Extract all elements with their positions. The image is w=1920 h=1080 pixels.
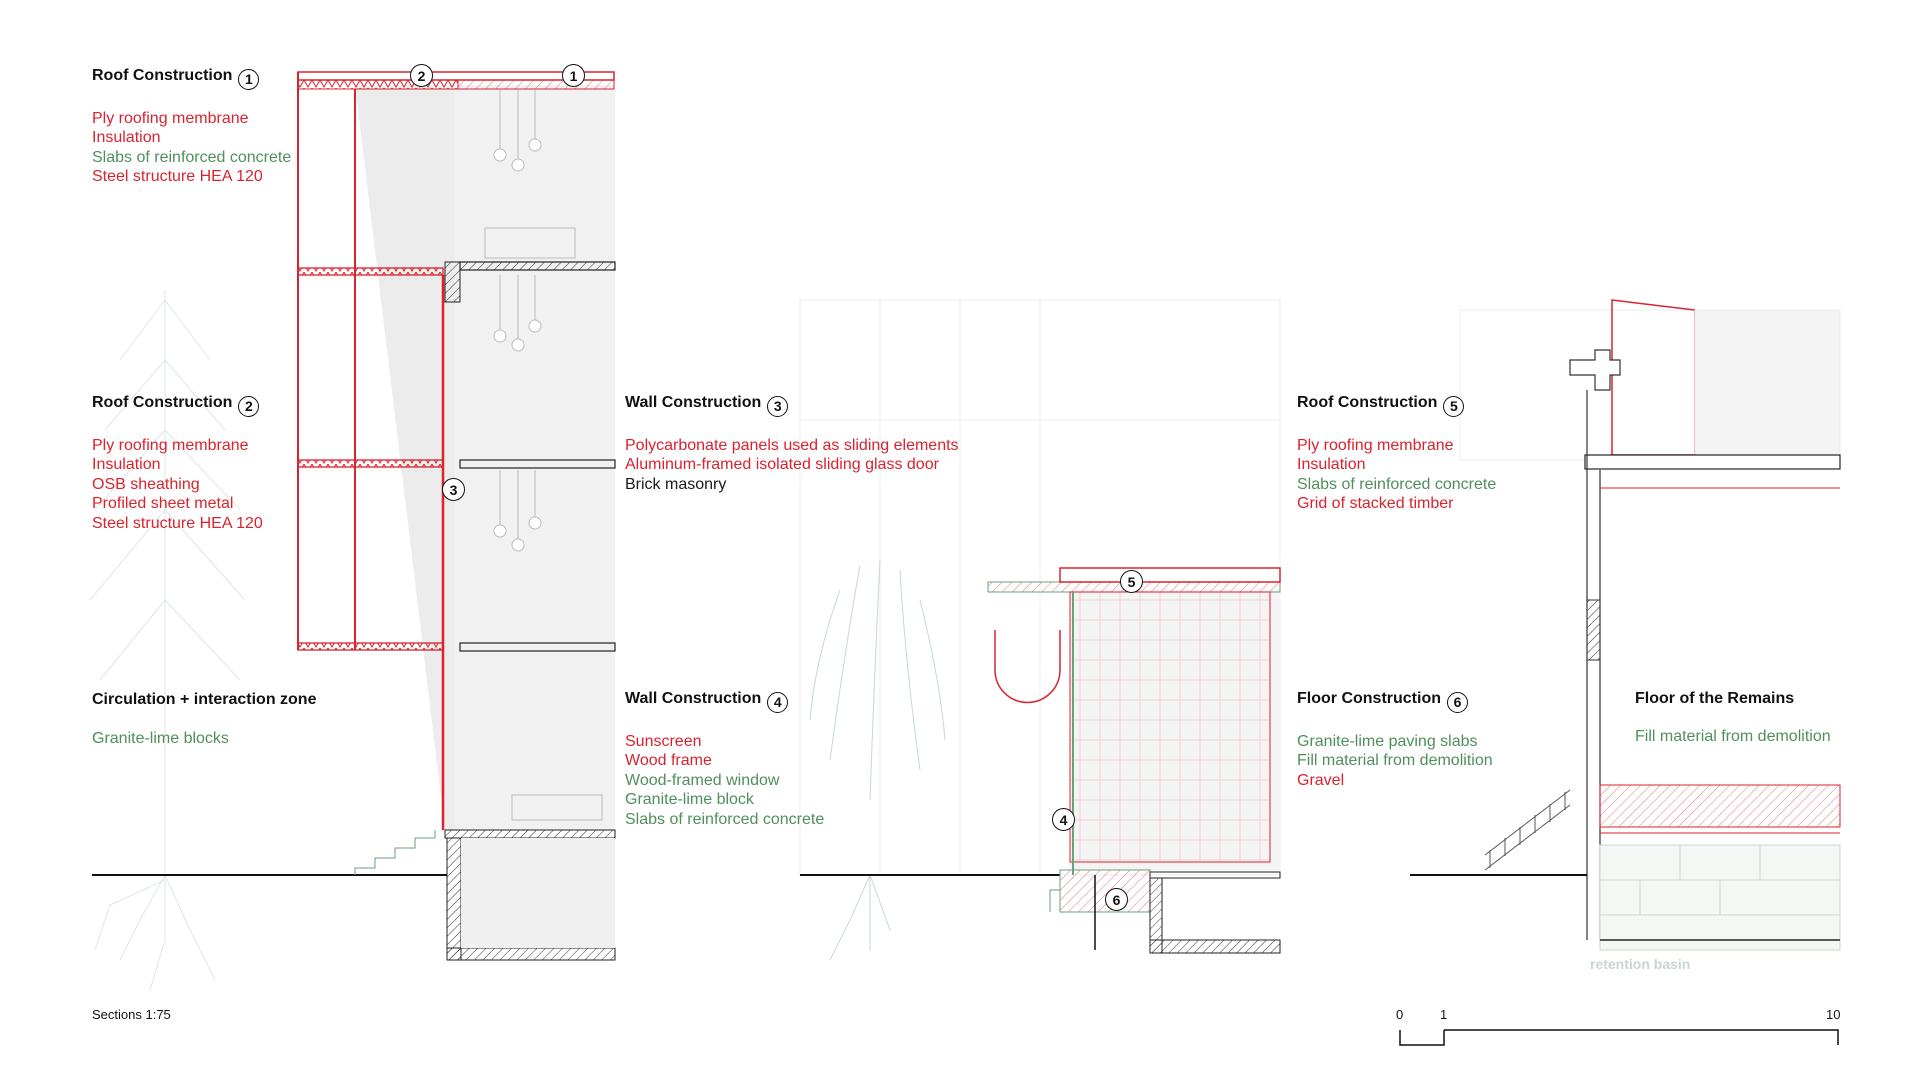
block-number: 1 <box>238 68 260 90</box>
block-items: Sunscreen Wood frame Wood-framed window … <box>625 732 824 830</box>
sections-scale-label: Sections 1:75 <box>92 1007 171 1022</box>
block-title-text: Roof Construction <box>92 67 233 84</box>
block-floor-6: Floor Construction 6 Granite-lime paving … <box>1297 690 1493 790</box>
block-items: Granite-lime paving slabs Fill material … <box>1297 732 1493 791</box>
item: Profiled sheet metal <box>92 495 234 512</box>
item: Slabs of reinforced concrete <box>92 148 292 166</box>
block-items: Ply roofing membrane Insulation Slabs of… <box>1297 436 1496 514</box>
item: Granite-lime paving slabs <box>1297 732 1478 750</box>
callout-3: 3 <box>442 478 465 501</box>
block-wall-4: Wall Construction 4 Sunscreen Wood frame … <box>625 690 824 829</box>
item: Wood frame <box>625 752 712 769</box>
block-title: Circulation + interaction zone <box>92 691 317 708</box>
item: Fill material from demolition <box>1297 752 1493 769</box>
item: Steel structure HEA 120 <box>92 514 263 532</box>
scale-label-0: 0 <box>1396 1007 1404 1022</box>
block-items: Ply roofing membrane Insulation Slabs of… <box>92 109 291 187</box>
item: Granite-lime block <box>625 791 754 808</box>
item: Fill material from demolition <box>1635 728 1831 745</box>
block-roof-5: Roof Construction 5 Ply roofing membrane … <box>1297 394 1496 514</box>
block-items: Fill material from demolition <box>1635 727 1831 747</box>
block-title-text: Wall Construction <box>625 394 762 411</box>
callout-6: 6 <box>1105 888 1128 911</box>
callout-1: 1 <box>562 64 585 87</box>
item: Ply roofing membrane <box>1297 436 1454 454</box>
block-items: Ply roofing membrane Insulation OSB shea… <box>92 436 263 534</box>
block-title: Floor Construction 6 <box>1297 690 1493 713</box>
item: Ply roofing membrane <box>92 436 249 454</box>
block-roof-2: Roof Construction 2 Ply roofing membrane … <box>92 394 263 533</box>
willow-sketch <box>809 559 946 961</box>
item: Ply roofing membrane <box>92 109 249 127</box>
item: Wood-framed window <box>625 771 780 789</box>
scale-bar <box>1399 1029 1839 1046</box>
block-wall-3: Wall Construction 3 Polycarbonate panels … <box>625 394 959 494</box>
block-number: 2 <box>238 395 260 417</box>
block-title: Roof Construction 1 <box>92 67 291 90</box>
item: Brick masonry <box>625 475 727 493</box>
item: Insulation <box>1297 456 1366 473</box>
item: Slabs of reinforced concrete <box>625 810 825 828</box>
section-middle <box>799 299 1281 961</box>
block-title-text: Wall Construction <box>625 690 762 707</box>
section-left <box>89 71 616 991</box>
item: Insulation <box>92 456 161 473</box>
block-floor-remains: Floor of the Remains Fill material from … <box>1635 690 1831 747</box>
retention-basin-label: retention basin <box>1590 956 1691 972</box>
block-title-text: Roof Construction <box>92 394 233 411</box>
block-title-text: Roof Construction <box>1297 394 1438 411</box>
block-roof-1: Roof Construction 1 Ply roofing membrane … <box>92 67 291 187</box>
block-circulation: Circulation + interaction zone Granite-l… <box>92 690 322 749</box>
item: Aluminum-framed isolated sliding glass d… <box>625 456 939 473</box>
item: Granite-lime blocks <box>92 730 229 747</box>
item: Slabs of reinforced concrete <box>1297 475 1497 493</box>
tree-sketch <box>89 290 246 991</box>
callout-5: 5 <box>1120 570 1143 593</box>
item: OSB sheathing <box>92 475 200 493</box>
item: Polycarbonate panels used as sliding ele… <box>625 436 959 454</box>
block-items: Granite-lime blocks <box>92 729 322 749</box>
item: Grid of stacked timber <box>1297 495 1454 512</box>
block-title-text: Floor Construction <box>1297 690 1441 707</box>
section-right <box>1410 299 1841 951</box>
item: Sunscreen <box>625 732 702 750</box>
block-title: Wall Construction 3 <box>625 394 959 417</box>
block-items: Polycarbonate panels used as sliding ele… <box>625 436 959 495</box>
callout-2: 2 <box>410 64 433 87</box>
block-number: 6 <box>1446 691 1468 713</box>
block-number: 3 <box>767 395 789 417</box>
block-title: Roof Construction 2 <box>92 394 263 417</box>
block-number: 5 <box>1443 395 1465 417</box>
scale-label-1: 1 <box>1440 1007 1448 1022</box>
item: Gravel <box>1297 771 1345 789</box>
scale-label-10: 10 <box>1826 1007 1841 1022</box>
block-title: Wall Construction 4 <box>625 690 824 713</box>
item: Steel structure HEA 120 <box>92 168 263 185</box>
callout-4: 4 <box>1052 808 1075 831</box>
block-number: 4 <box>767 691 789 713</box>
block-title: Roof Construction 5 <box>1297 394 1496 417</box>
block-title: Floor of the Remains <box>1635 690 1795 707</box>
item: Insulation <box>92 129 161 146</box>
